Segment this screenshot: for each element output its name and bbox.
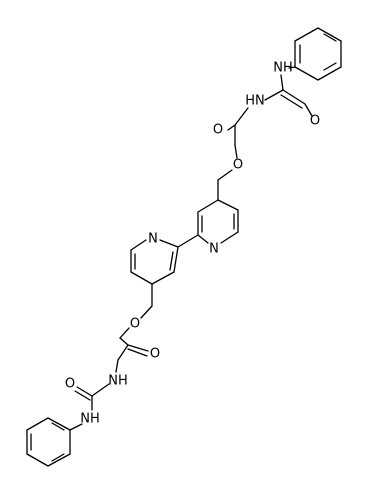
atom-label-hn-top: HN <box>245 94 265 109</box>
bond-16 <box>234 107 249 126</box>
bond-35 <box>151 271 175 285</box>
bond-15 <box>304 103 313 117</box>
bond-24 <box>197 234 209 244</box>
bond-45 <box>117 344 129 361</box>
atom-label-o-bottom-carbonyl: O <box>150 347 160 362</box>
bond-14 <box>280 94 303 109</box>
bond-19 <box>234 144 238 159</box>
bond-7 <box>323 33 337 42</box>
bond-58 <box>51 422 65 431</box>
bond-13 <box>282 89 306 105</box>
bond-25 <box>220 231 239 244</box>
bond-56 <box>47 453 71 467</box>
bond-10 <box>288 66 296 69</box>
atom-label-layer: NH O HN O O N N O O O NH NH <box>65 61 320 427</box>
bond-12 <box>264 89 284 101</box>
bond-49 <box>74 390 91 401</box>
bond-4 <box>294 66 319 81</box>
bond-22 <box>197 199 219 213</box>
atom-label-nh-bottom-1: NH <box>108 374 128 389</box>
bond-3 <box>317 66 342 81</box>
atom-label-o-bottom-urea: O <box>65 377 75 392</box>
bond-53 <box>26 417 49 431</box>
bond-8 <box>323 62 337 71</box>
bond-52 <box>47 417 71 431</box>
atom-label-o-top-urea: O <box>310 114 320 129</box>
bond-1 <box>317 27 342 42</box>
bond-44 <box>127 348 148 357</box>
bond-layer <box>26 27 342 467</box>
atom-label-o-top-carbonyl: O <box>213 123 223 138</box>
atom-label-n-pyridine-right: N <box>209 242 219 257</box>
bond-46 <box>115 359 119 373</box>
bond-36 <box>173 246 179 273</box>
atom-label-n-pyridine-left: N <box>148 232 158 247</box>
bond-43 <box>127 344 149 352</box>
atom-label-o-top-ester: O <box>233 158 243 173</box>
bond-51 <box>69 423 83 431</box>
bond-34 <box>130 271 153 285</box>
bond-31 <box>159 239 179 248</box>
bond-48 <box>76 386 93 397</box>
bond-47 <box>91 383 110 397</box>
bond-27 <box>217 199 239 211</box>
bond-42 <box>119 337 129 346</box>
bond-6 <box>294 27 319 42</box>
bond-30 <box>177 234 199 248</box>
bond-55 <box>26 453 49 467</box>
bond-32 <box>130 239 147 251</box>
atom-label-nh-bottom-2: NH <box>80 412 100 427</box>
bond-41 <box>119 327 130 339</box>
atom-label-o-bottom-ester: O <box>130 317 140 332</box>
bond-60 <box>51 453 65 462</box>
atom-label-nh-top-1: NH <box>273 61 293 76</box>
bond-17 <box>227 124 236 131</box>
bond-20 <box>217 169 233 181</box>
bond-40 <box>140 305 153 319</box>
bond-11 <box>280 74 284 91</box>
bond-38 <box>169 251 174 271</box>
